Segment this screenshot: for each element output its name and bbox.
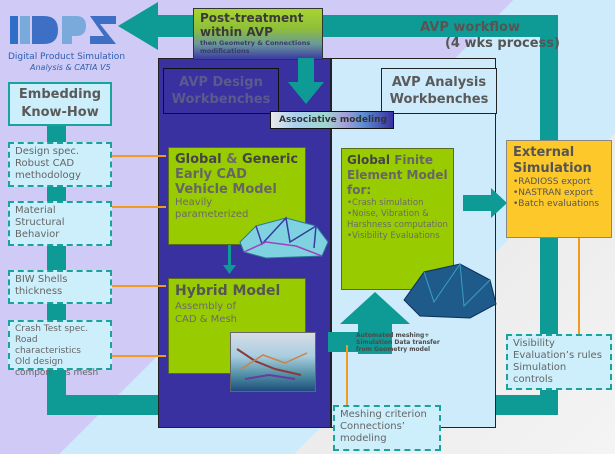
orange-link-2	[112, 206, 166, 208]
external-bullet: •NASTRAN export	[513, 188, 594, 198]
knowhow-connector-2	[52, 187, 66, 201]
workflow-line1: AVP workflow	[420, 20, 520, 35]
fem-to-external-arrow-icon	[463, 188, 507, 218]
workflow-arrow-left-icon	[118, 2, 158, 50]
orange-link-visibility	[578, 238, 580, 335]
global-fem-box: Global Finite Element Model for: •Crash …	[341, 148, 454, 290]
automated-meshing-label: Automated meshing+ Simulation Data trans…	[356, 332, 440, 353]
post-treatment-title1: Post-treatment	[200, 11, 304, 25]
analysis-workbench-title: AVP Analysis Workbenches	[381, 68, 497, 114]
down-arrow-icon	[288, 82, 324, 104]
workflow-line2: (4 wks process)	[444, 36, 560, 51]
knowhow-item-crash-test: Crash Test spec. Road characteristics Ol…	[8, 320, 112, 378]
orange-link-4	[112, 355, 166, 357]
knowhow-connector-3	[52, 246, 66, 270]
fem-car-mesh-icon	[403, 262, 497, 319]
post-treatment-box: Post-treatment within AVP then Geometry …	[193, 8, 323, 60]
visibility-rules-box: Visibility Evaluation’s rules Simulation…	[506, 334, 612, 390]
cad-to-hybrid-connector	[228, 245, 231, 267]
external-bullet: •Batch evaluations	[513, 199, 600, 209]
workflow-label: AVP workflow (4 wks process)	[410, 20, 560, 52]
associative-modeling-label: Associative modeling	[270, 111, 394, 129]
automated-up-arrow-icon	[340, 292, 410, 354]
knowhow-connector-4	[52, 304, 66, 320]
knowhow-connector-1	[52, 126, 66, 142]
fem-bullet: Harshness computation	[347, 220, 448, 230]
post-treatment-title2: within AVP	[200, 25, 273, 39]
fem-bullet: •Crash simulation	[347, 198, 424, 208]
fem-bullet: •Noise, Vibration &	[347, 209, 429, 219]
design-workbench-title: AVP Design Workbenches	[163, 68, 279, 114]
orange-link-meshing	[346, 345, 348, 405]
knowhow-item-material: Material Structural Behavior	[8, 201, 112, 246]
knowhow-item-biw: BIW Shells thickness	[8, 270, 112, 304]
cad-to-hybrid-arrow-icon	[223, 265, 236, 274]
meshing-criterion-box: Meshing criterion Connections’ modeling	[333, 405, 441, 451]
logo-mark-icon	[10, 16, 116, 44]
hybrid-mesh-icon	[236, 348, 308, 380]
knowhow-connector-5	[52, 370, 66, 400]
fem-bullet: •Visibility Evaluations	[347, 231, 440, 241]
post-treatment-sub: then Geometry & Connections modification…	[200, 39, 311, 55]
logo: Digital Product Simulation Analysis & CA…	[8, 10, 126, 72]
orange-link-1	[112, 155, 166, 157]
orange-link-3	[112, 285, 166, 287]
logo-line1: Digital Product Simulation	[8, 52, 126, 62]
hybrid-model-image	[230, 332, 316, 392]
external-simulation-box: External Simulation •RADIOSS export •NAS…	[506, 140, 612, 238]
knowhow-title: Embedding Know-How	[8, 82, 112, 126]
car-body-wireframe-icon	[239, 216, 329, 259]
knowhow-item-design-spec: Design spec. Robust CAD methodology	[8, 142, 112, 187]
post-treatment-stem	[298, 58, 314, 84]
global-cad-bold1: Global	[175, 152, 222, 167]
logo-line2: Analysis & CATIA V5	[30, 63, 111, 72]
external-bullet: •RADIOSS export	[513, 177, 591, 187]
